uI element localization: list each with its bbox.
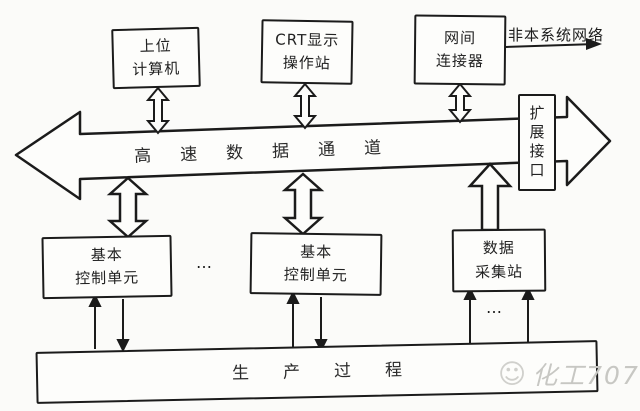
double-arrow-host	[145, 86, 171, 135]
box-basic-control-unit-2: 基本 控制单元	[249, 232, 383, 296]
box-basic-control-unit-1: 基本 控制单元	[41, 234, 173, 300]
external-network-link	[505, 38, 602, 50]
box-data-acquisition: 数据 采集站	[451, 228, 547, 293]
io-arrows	[88, 286, 535, 353]
watermark: ☺ 化工707	[498, 356, 640, 392]
double-arrow-unit1	[106, 176, 150, 239]
daq-label-line2: 采集站	[475, 262, 524, 281]
double-arrow-gateway	[447, 82, 473, 124]
daq-label-line1: 数据	[482, 239, 515, 258]
bcu2-label-line2: 控制单元	[283, 265, 348, 285]
watermark-logo-icon: ☺	[498, 358, 529, 390]
data-channel-arrow	[14, 95, 612, 201]
host-computer-label-line2: 计算机	[132, 59, 181, 79]
double-arrow-unit2	[281, 172, 325, 236]
bcu1-label-line1: 基本	[90, 245, 123, 265]
expansion-interface-label: 扩展接口	[527, 104, 546, 181]
ellipsis-between-units: …	[196, 253, 214, 272]
crt-station-label-line2: 操作站	[282, 53, 331, 73]
bcu1-label-line2: 控制单元	[75, 268, 140, 288]
box-gateway: 网间 连接器	[413, 14, 507, 86]
box-expansion-interface: 扩展接口	[518, 94, 556, 191]
bcu2-label-line1: 基本	[300, 242, 333, 261]
gateway-label-line2: 连接器	[435, 51, 484, 71]
box-host-computer: 上位 计算机	[111, 26, 201, 90]
host-computer-label-line1: 上位	[139, 36, 172, 56]
double-arrow-crt	[292, 82, 318, 130]
box-crt-station: CRT显示 操作站	[260, 19, 354, 85]
gateway-label-line1: 网间	[444, 28, 477, 47]
external-network-label: 非本系统网络	[508, 26, 605, 44]
ellipsis-below-acquisition: …	[486, 298, 504, 317]
up-arrow-acquisition	[467, 162, 513, 232]
crt-station-label-line1: CRT显示	[275, 30, 340, 50]
watermark-text: 化工707	[532, 361, 640, 390]
